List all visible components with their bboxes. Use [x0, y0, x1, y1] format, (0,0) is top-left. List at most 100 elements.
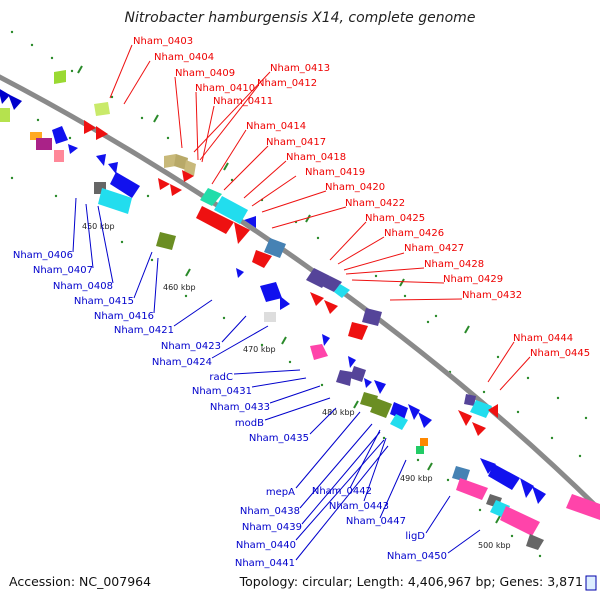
- gene-block[interactable]: [0, 108, 10, 122]
- gene-label-nham-0426[interactable]: Nham_0426: [384, 228, 444, 239]
- gene-arrow[interactable]: [84, 120, 96, 134]
- gene-arrow[interactable]: [472, 422, 486, 436]
- gene-label-nham-0414[interactable]: Nham_0414: [246, 121, 306, 132]
- gene-label-nham-0413[interactable]: Nham_0413: [270, 63, 330, 74]
- gene-label-nham-0410[interactable]: Nham_0410: [195, 83, 255, 94]
- gene-arrow[interactable]: [488, 404, 498, 418]
- gene-label-nham-0435[interactable]: Nham_0435: [249, 433, 309, 444]
- gene-arrow[interactable]: [234, 222, 250, 244]
- gene-label-nham-0429[interactable]: Nham_0429: [443, 274, 503, 285]
- gene-label-nham-0406[interactable]: Nham_0406: [13, 250, 73, 261]
- gene-label-nham-0415[interactable]: Nham_0415: [74, 296, 134, 307]
- gene-arrow[interactable]: [408, 404, 420, 420]
- gene-block[interactable]: [334, 284, 350, 298]
- gene-arrow[interactable]: [322, 334, 330, 346]
- gene-label-nham-0450[interactable]: Nham_0450: [387, 551, 447, 562]
- gene-arrow[interactable]: [182, 170, 194, 182]
- gene-label-nham-0408[interactable]: Nham_0408: [53, 281, 113, 292]
- gene-arrow[interactable]: [348, 356, 356, 368]
- gene-block[interactable]: [54, 70, 66, 84]
- gene-arrow[interactable]: [520, 478, 534, 498]
- gene-block[interactable]: [174, 154, 188, 170]
- gene-label-nham-0445[interactable]: Nham_0445: [530, 348, 590, 359]
- gene-block[interactable]: [456, 478, 488, 500]
- gene-arrow[interactable]: [480, 458, 496, 474]
- gene-label-nham-0412[interactable]: Nham_0412: [257, 78, 317, 89]
- gene-block[interactable]: [30, 132, 42, 140]
- gene-block[interactable]: [526, 534, 544, 550]
- gene-arrow[interactable]: [108, 162, 118, 174]
- gene-block[interactable]: [416, 446, 424, 454]
- gene-block[interactable]: [348, 322, 368, 340]
- gene-label-ligd[interactable]: ligD: [405, 531, 425, 542]
- gene-arrow[interactable]: [96, 126, 108, 140]
- gene-label-nham-0427[interactable]: Nham_0427: [404, 243, 464, 254]
- gene-block[interactable]: [370, 398, 392, 418]
- gene-block[interactable]: [390, 414, 408, 430]
- gene-arrow[interactable]: [374, 380, 386, 394]
- gene-label-nham-0428[interactable]: Nham_0428: [424, 259, 484, 270]
- gene-label-nham-0444[interactable]: Nham_0444: [513, 333, 573, 344]
- gene-block[interactable]: [566, 494, 600, 520]
- gene-label-nham-0411[interactable]: Nham_0411: [213, 96, 273, 107]
- gene-block[interactable]: [156, 232, 176, 250]
- gene-block[interactable]: [110, 172, 140, 198]
- gene-arrow[interactable]: [324, 300, 338, 314]
- gene-label-nham-0420[interactable]: Nham_0420: [325, 182, 385, 193]
- gene-label-nham-0423[interactable]: Nham_0423: [161, 341, 221, 352]
- gene-block[interactable]: [214, 196, 248, 224]
- gene-block[interactable]: [52, 126, 68, 144]
- gene-label-nham-0407[interactable]: Nham_0407: [33, 265, 93, 276]
- gene-block[interactable]: [164, 154, 176, 168]
- gene-block[interactable]: [184, 160, 196, 176]
- gene-label-nham-0440[interactable]: Nham_0440: [236, 540, 296, 551]
- gene-label-nham-0403[interactable]: Nham_0403: [133, 36, 193, 47]
- gene-block[interactable]: [488, 464, 520, 490]
- gene-arrow[interactable]: [236, 268, 244, 278]
- gene-label-nham-0443[interactable]: Nham_0443: [329, 501, 389, 512]
- gene-label-nham-0441[interactable]: Nham_0441: [235, 558, 295, 569]
- gene-label-nham-0432[interactable]: Nham_0432: [462, 290, 522, 301]
- gene-block[interactable]: [54, 150, 64, 162]
- gene-label-nham-0418[interactable]: Nham_0418: [286, 152, 346, 163]
- gene-block[interactable]: [264, 238, 286, 258]
- gene-label-nham-0439[interactable]: Nham_0439: [242, 522, 302, 533]
- gene-arrow[interactable]: [364, 378, 372, 388]
- gene-block[interactable]: [585, 575, 597, 591]
- gene-arrow[interactable]: [280, 296, 290, 310]
- gene-arrow[interactable]: [310, 292, 324, 306]
- gene-block[interactable]: [260, 282, 282, 302]
- gene-arrow[interactable]: [96, 154, 106, 166]
- gene-label-radc[interactable]: radC: [209, 372, 233, 383]
- gene-label-nham-0438[interactable]: Nham_0438: [240, 506, 300, 517]
- gene-block[interactable]: [94, 102, 110, 116]
- gene-block[interactable]: [310, 344, 328, 360]
- gene-arrow[interactable]: [418, 412, 432, 428]
- gene-block[interactable]: [36, 138, 52, 150]
- gene-label-nham-0431[interactable]: Nham_0431: [192, 386, 252, 397]
- gene-block[interactable]: [470, 400, 492, 418]
- gene-label-modb[interactable]: modB: [235, 418, 264, 429]
- gene-label-nham-0424[interactable]: Nham_0424: [152, 357, 212, 368]
- gene-label-nham-0442[interactable]: Nham_0442: [312, 486, 372, 497]
- gene-block[interactable]: [452, 466, 470, 482]
- gene-block[interactable]: [390, 402, 408, 420]
- gene-block[interactable]: [252, 250, 272, 268]
- gene-label-nham-0447[interactable]: Nham_0447: [346, 516, 406, 527]
- gene-label-nham-0404[interactable]: Nham_0404: [154, 52, 214, 63]
- gene-block[interactable]: [306, 268, 330, 288]
- gene-label-nham-0421[interactable]: Nham_0421: [114, 325, 174, 336]
- gene-block[interactable]: [420, 438, 428, 446]
- gene-arrow[interactable]: [8, 94, 22, 110]
- gene-block[interactable]: [350, 366, 366, 382]
- gene-block[interactable]: [500, 506, 540, 536]
- gene-block[interactable]: [362, 308, 382, 326]
- gene-arrow[interactable]: [158, 178, 170, 190]
- gene-label-nham-0416[interactable]: Nham_0416: [94, 311, 154, 322]
- gene-arrow[interactable]: [458, 410, 472, 426]
- gene-label-nham-0433[interactable]: Nham_0433: [210, 402, 270, 413]
- gene-label-nham-0422[interactable]: Nham_0422: [345, 198, 405, 209]
- gene-label-nham-0425[interactable]: Nham_0425: [365, 213, 425, 224]
- gene-label-nham-0419[interactable]: Nham_0419: [305, 167, 365, 178]
- gene-block[interactable]: [464, 394, 476, 406]
